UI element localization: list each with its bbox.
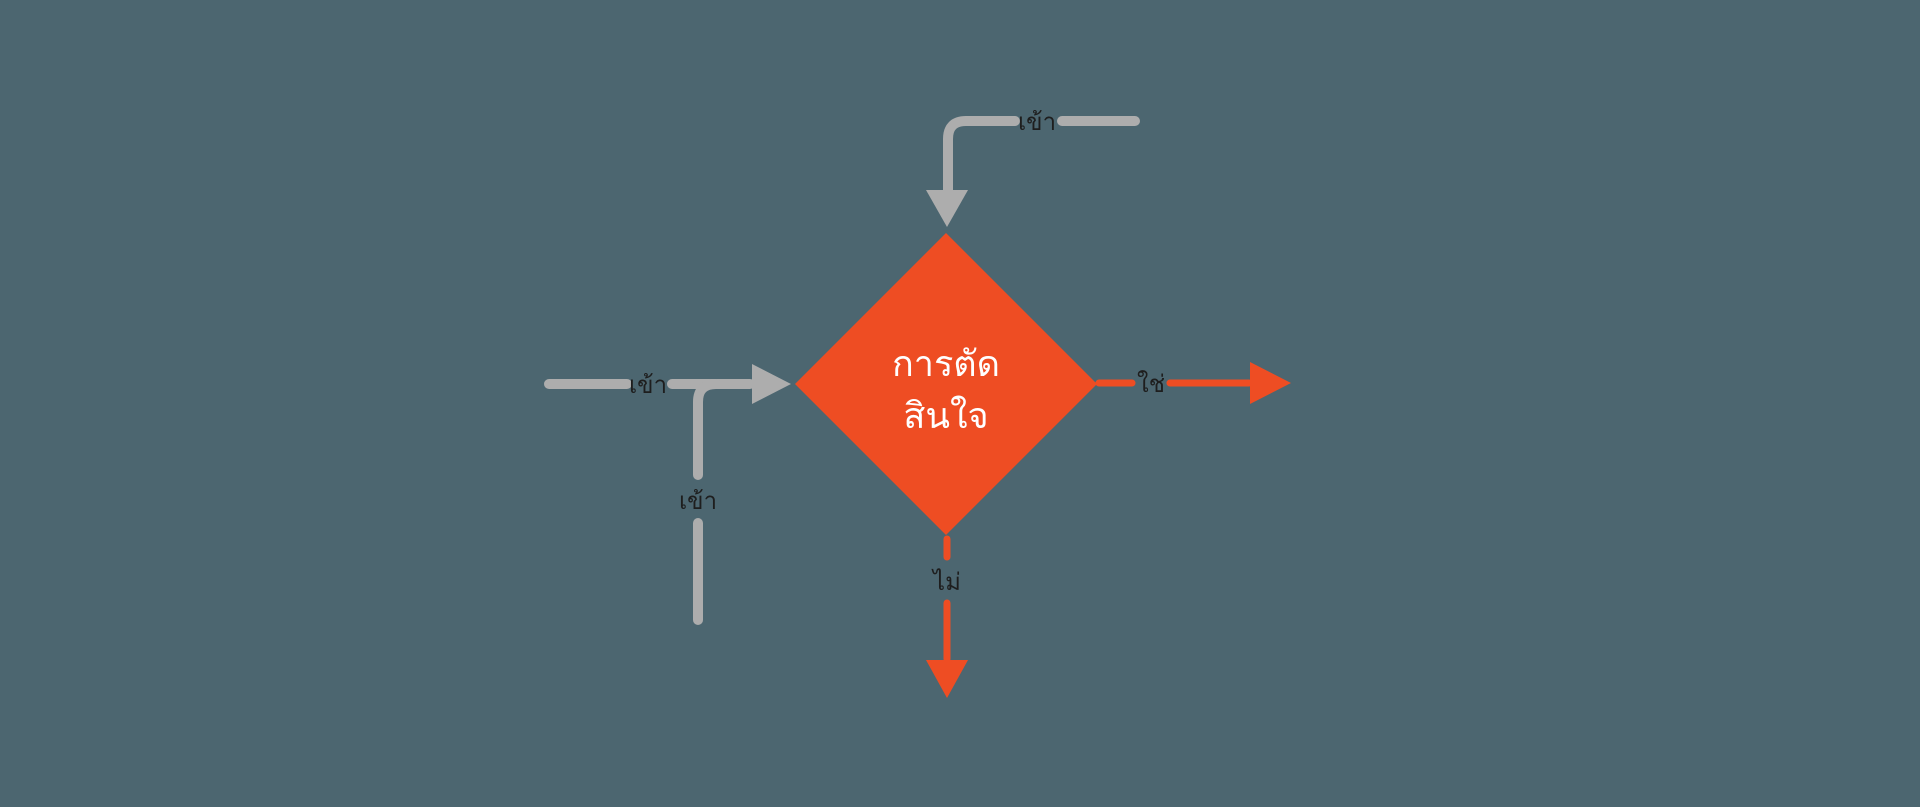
arrowhead-in-left-icon [752,364,791,404]
arrowhead-out-yes-icon [1250,362,1291,404]
edge-out-no: ไม่ [926,535,968,698]
edge-in-branch-segment-upper [693,379,721,480]
edge-in-top-segment-corner [943,116,1020,199]
edge-in-top-label: เข้า [1018,108,1056,136]
edge-in-top: เข้า [926,108,1140,227]
arrowhead-out-no-icon [926,660,968,698]
decision-node-label-line1: การตัด [892,344,1000,385]
decision-node: การตัด สินใจ [795,233,1097,535]
edge-out-yes: ใช่ [1095,362,1291,404]
edge-in-branch-label: เข้า [679,487,717,515]
decision-node-label-line2: สินใจ [903,395,988,437]
edge-in-left-label: เข้า [629,371,667,399]
edge-in-branch: เข้า [679,379,721,625]
edge-out-no-label: ไม่ [931,568,961,596]
arrowhead-in-top-icon [926,190,968,227]
edge-in-left: เข้า [544,364,791,404]
decision-diamond-shape [795,233,1097,535]
edge-out-yes-label: ใช่ [1137,370,1165,398]
